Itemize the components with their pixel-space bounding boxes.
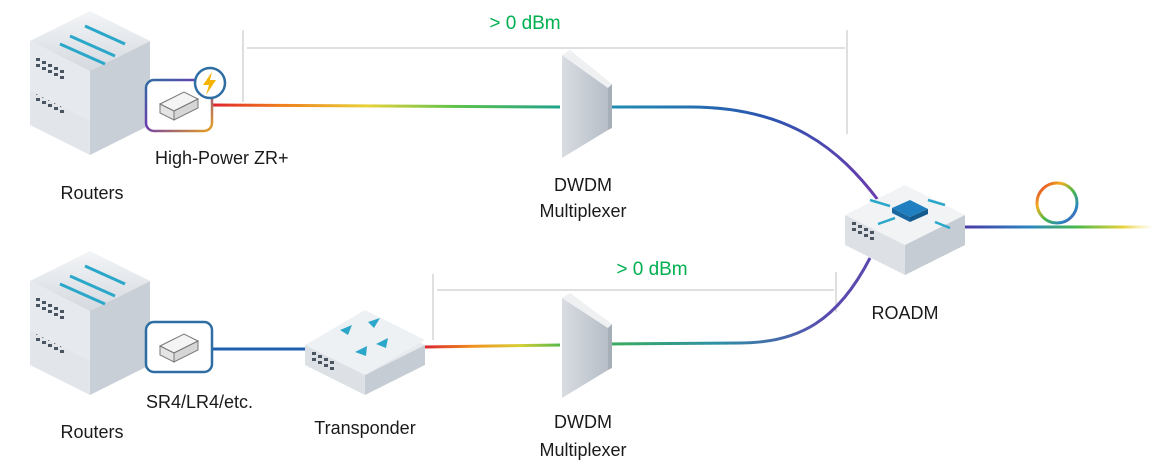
bottom-mux-label-line2: Multiplexer bbox=[539, 440, 626, 460]
roadm-switch-icon bbox=[869, 198, 951, 230]
fiber-loop-icon bbox=[1035, 181, 1079, 225]
dwdm-mux-top bbox=[562, 50, 612, 158]
router-arrows-icon bbox=[59, 24, 126, 66]
standard-optic-module bbox=[144, 320, 214, 374]
router-stack-top bbox=[30, 11, 150, 155]
bottom-fiber-transponder-to-mux bbox=[423, 343, 561, 349]
top-power-bracket bbox=[242, 30, 848, 134]
router-stack-bottom bbox=[30, 251, 150, 395]
transceiver-icon bbox=[158, 333, 200, 363]
transponder-device bbox=[305, 310, 425, 395]
roadm-label: ROADM bbox=[872, 303, 939, 323]
transponder-label: Transponder bbox=[314, 418, 415, 438]
top-optic-label: High-Power ZR+ bbox=[155, 148, 289, 168]
bottom-optic-label: SR4/LR4/etc. bbox=[146, 392, 253, 412]
bottom-mux-label-line1: DWDM bbox=[554, 412, 612, 432]
transponder-arrows-icon bbox=[340, 318, 388, 356]
transceiver-icon bbox=[158, 91, 200, 121]
high-power-optic-module bbox=[144, 66, 227, 133]
top-routers-label: Routers bbox=[60, 183, 123, 203]
top-power-label: > 0 dBm bbox=[489, 13, 560, 34]
top-mux-label-line1: DWDM bbox=[554, 175, 612, 195]
lightning-bolt-icon bbox=[193, 66, 227, 100]
top-fiber-to-mux bbox=[211, 103, 561, 109]
roadm-device bbox=[845, 185, 965, 275]
bottom-power-label: > 0 dBm bbox=[616, 259, 687, 280]
router-arrows-icon bbox=[59, 264, 126, 306]
bottom-power-bracket bbox=[432, 272, 837, 340]
top-mux-label-line2: Multiplexer bbox=[539, 201, 626, 221]
bottom-fiber-to-roadm bbox=[605, 257, 872, 346]
bottom-routers-label: Routers bbox=[60, 422, 123, 442]
top-fiber-to-roadm bbox=[606, 105, 880, 201]
dwdm-mux-bottom bbox=[562, 293, 612, 398]
